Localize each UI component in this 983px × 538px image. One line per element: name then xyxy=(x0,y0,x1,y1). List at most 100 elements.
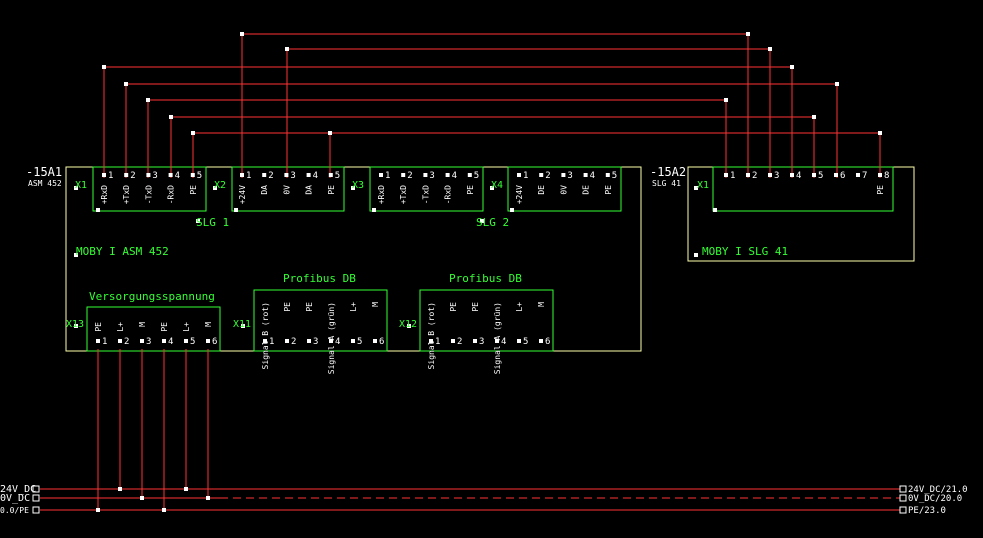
pin-name-x11-5: L+ xyxy=(349,302,358,312)
pin-number-x11-5: 5 xyxy=(357,337,362,347)
module-a2-name: MOBY I SLG 41 xyxy=(702,245,788,258)
pin-number-x12-3: 3 xyxy=(479,337,484,347)
pin-terminal-x13-2 xyxy=(118,339,122,343)
rail-left-pe: 0.0/PE xyxy=(0,506,29,515)
pin-name-x11-6: M xyxy=(371,302,380,307)
pin-terminal-x13-4 xyxy=(162,339,166,343)
pin-number-x13-6: 6 xyxy=(212,337,217,347)
pin-number-x11-3: 3 xyxy=(313,337,318,347)
pin-number-a2x1-3: 3 xyxy=(774,171,779,181)
pin-name-x13-6: M xyxy=(204,322,213,327)
connector-x4-box xyxy=(507,166,622,212)
pin-number-x12-6: 6 xyxy=(545,337,550,347)
pin-number-x3-1: 1 xyxy=(385,171,390,181)
pin-terminal-x3-5 xyxy=(467,173,472,177)
pin-terminal-x3-4 xyxy=(445,173,450,177)
pin-name-x3-4: -RxD xyxy=(444,185,453,204)
pin-terminal-x2-3 xyxy=(284,173,289,177)
module-a2-ref: -15A2 xyxy=(650,165,686,179)
slg2-label: SLG 2 xyxy=(476,216,509,229)
pin-name-x12-3: PE xyxy=(471,302,480,312)
pin-terminal-x1-5 xyxy=(190,173,195,177)
connector-x13-label: X13 xyxy=(66,319,84,330)
pin-terminal-x2-2 xyxy=(262,173,267,177)
pin-number-x13-3: 3 xyxy=(146,337,151,347)
pin-number-x4-4: 4 xyxy=(590,171,595,181)
pin-name-x2-1: +24V xyxy=(238,185,247,204)
pin-terminal-x1-2 xyxy=(124,173,129,177)
pin-terminal-x3-1 xyxy=(379,173,383,177)
pin-number-x11-4: 4 xyxy=(335,337,340,347)
pin-name-x13-3: M xyxy=(138,322,147,327)
pin-name-x2-5: PE xyxy=(327,185,336,195)
pin-name-x3-5: PE xyxy=(466,185,475,195)
pin-terminal-x11-5 xyxy=(351,339,355,343)
rail-right-24v: 24V_DC/21.0 xyxy=(908,485,968,495)
pin-number-x13-4: 4 xyxy=(168,337,173,347)
pin-number-a2x1-5: 5 xyxy=(818,171,823,181)
pin-name-x4-5: PE xyxy=(604,185,613,195)
pin-number-x2-4: 4 xyxy=(313,171,318,181)
pin-name-x12-6: M xyxy=(537,302,546,307)
pin-terminal-x13-1 xyxy=(96,339,100,343)
pin-number-a2x1-4: 4 xyxy=(796,171,801,181)
profibus-label-x11: Profibus DB xyxy=(283,272,356,285)
pin-terminal-a2x1-5 xyxy=(812,173,816,177)
connector-x2-box xyxy=(231,166,345,212)
rail-right-0v: 0V_DC/20.0 xyxy=(908,494,962,504)
junction-dots xyxy=(32,32,907,514)
connector-x1-label: X1 xyxy=(75,180,87,191)
pin-number-x2-3: 3 xyxy=(290,171,295,181)
pin-name-x1-2: +TxD xyxy=(122,185,131,204)
pin-terminal-a2x1-8 xyxy=(878,173,882,177)
signal-wires xyxy=(103,33,881,178)
pin-terminal-x3-2 xyxy=(401,173,406,177)
pin-labels: 1+RxD2+TxD3-TxD4-RxD5PE1+24V2DA30V4DA5PE… xyxy=(94,171,889,374)
pin-number-a2x1-7: 7 xyxy=(862,171,867,181)
pin-name-x13-5: L+ xyxy=(182,322,191,332)
connector-x12-box xyxy=(419,289,554,352)
pin-number-a2x1-1: 1 xyxy=(730,171,735,181)
connector-x3-label: X3 xyxy=(352,180,364,191)
pin-number-x12-4: 4 xyxy=(501,337,506,347)
pin-name-x13-4: PE xyxy=(160,322,169,332)
pin-terminal-x12-6 xyxy=(539,339,543,343)
pin-terminal-x11-4 xyxy=(329,339,333,343)
pin-name-x4-1: +24V xyxy=(515,185,524,204)
connector-a2-x1-label: X1 xyxy=(697,180,709,191)
pin-number-a2x1-2: 2 xyxy=(752,171,757,181)
pin-terminal-x1-3 xyxy=(146,173,151,177)
pin-terminal-x2-1 xyxy=(240,173,244,177)
module-a2-type: SLG 41 xyxy=(652,179,681,188)
pin-terminal-x11-1 xyxy=(263,339,267,343)
pin-number-x3-2: 2 xyxy=(407,171,412,181)
pin-number-x2-5: 5 xyxy=(335,171,340,181)
pin-number-x12-1: 1 xyxy=(435,337,440,347)
pin-name-x1-3: -TxD xyxy=(144,185,153,204)
pin-name-x3-1: +RxD xyxy=(377,185,386,204)
pin-name-x4-3: 0V xyxy=(559,185,568,195)
pin-terminal-a2x1-4 xyxy=(790,173,794,177)
pin-number-x11-2: 2 xyxy=(291,337,296,347)
pin-name-x3-2: +TxD xyxy=(399,185,408,204)
pin-number-x12-2: 2 xyxy=(457,337,462,347)
pin-terminal-x12-4 xyxy=(495,339,499,343)
rail-left-0v: 0V_DC xyxy=(0,493,30,504)
power-group-label: Versorgungsspannung xyxy=(89,290,215,303)
pin-number-x11-6: 6 xyxy=(379,337,384,347)
pin-number-a2x1-8: 8 xyxy=(884,171,889,181)
pin-name-x12-2: PE xyxy=(449,302,458,312)
pin-name-x12-4: Signal A (grün) xyxy=(493,302,502,374)
connector-x4-label: X4 xyxy=(491,180,503,191)
power-wires xyxy=(40,349,900,511)
pin-name-x13-1: PE xyxy=(94,322,103,332)
pin-terminal-x4-4 xyxy=(583,173,588,177)
pin-terminal-x12-2 xyxy=(451,339,455,343)
rail-right-pe: PE/23.0 xyxy=(908,506,946,516)
pin-name-x4-2: DE xyxy=(537,185,546,195)
pin-terminal-x1-4 xyxy=(168,173,173,177)
pin-name-x11-4: Signal A (grün) xyxy=(327,302,336,374)
pin-number-x2-1: 1 xyxy=(246,171,251,181)
connector-x11-label: X11 xyxy=(233,319,251,330)
